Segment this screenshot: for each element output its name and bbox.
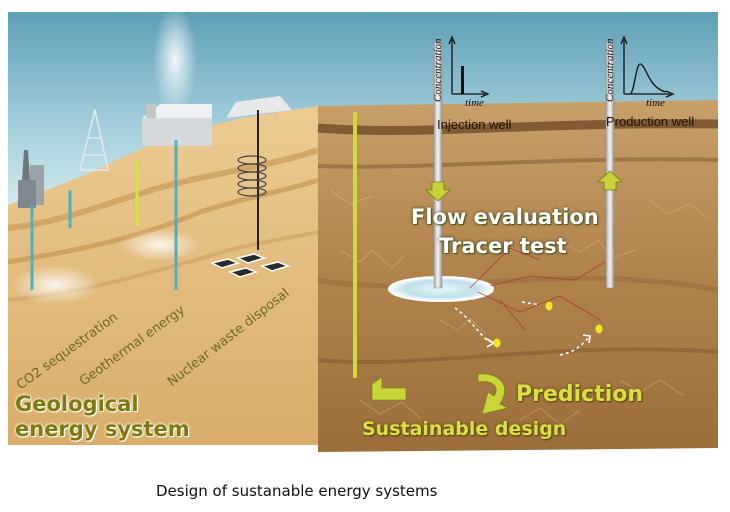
tracer-particle bbox=[545, 301, 553, 311]
injection-curve-ylabel: Concentration bbox=[432, 38, 444, 102]
tracer-particle bbox=[493, 338, 501, 348]
waste-canisters bbox=[209, 253, 291, 278]
production-curve bbox=[620, 35, 675, 98]
injection-arrow-icon bbox=[424, 181, 452, 202]
terrain-surface bbox=[8, 106, 318, 445]
production-curve-xlabel: time bbox=[646, 97, 665, 109]
injection-curve bbox=[448, 35, 490, 98]
sustainable-design-label: Sustainable design bbox=[362, 418, 567, 440]
flow-path bbox=[559, 337, 589, 356]
production-arrow-icon bbox=[596, 170, 624, 191]
production-well bbox=[605, 41, 615, 289]
production-well-label: Production well bbox=[606, 114, 695, 129]
figure-caption: Design of sustanable energy systems bbox=[156, 482, 438, 500]
subsurface-block bbox=[318, 100, 718, 452]
cycle-arrow-icon bbox=[371, 376, 407, 401]
injection-well-label: Injection well bbox=[437, 117, 512, 132]
tracer-particle bbox=[595, 324, 603, 334]
cycle-arrow-icon bbox=[477, 373, 510, 415]
injection-curve-xlabel: time bbox=[465, 97, 484, 109]
injection-well bbox=[433, 41, 443, 289]
tracer-test-label: Tracer test bbox=[439, 234, 567, 258]
flow-path bbox=[454, 307, 491, 343]
geological-energy-system-title: Geological energy system bbox=[15, 392, 190, 441]
coiled-borehole-icon bbox=[237, 155, 267, 197]
flow-evaluation-label: Flow evaluation bbox=[411, 205, 599, 229]
prediction-label: Prediction bbox=[516, 382, 644, 407]
production-curve-ylabel: Concentration bbox=[604, 38, 616, 102]
